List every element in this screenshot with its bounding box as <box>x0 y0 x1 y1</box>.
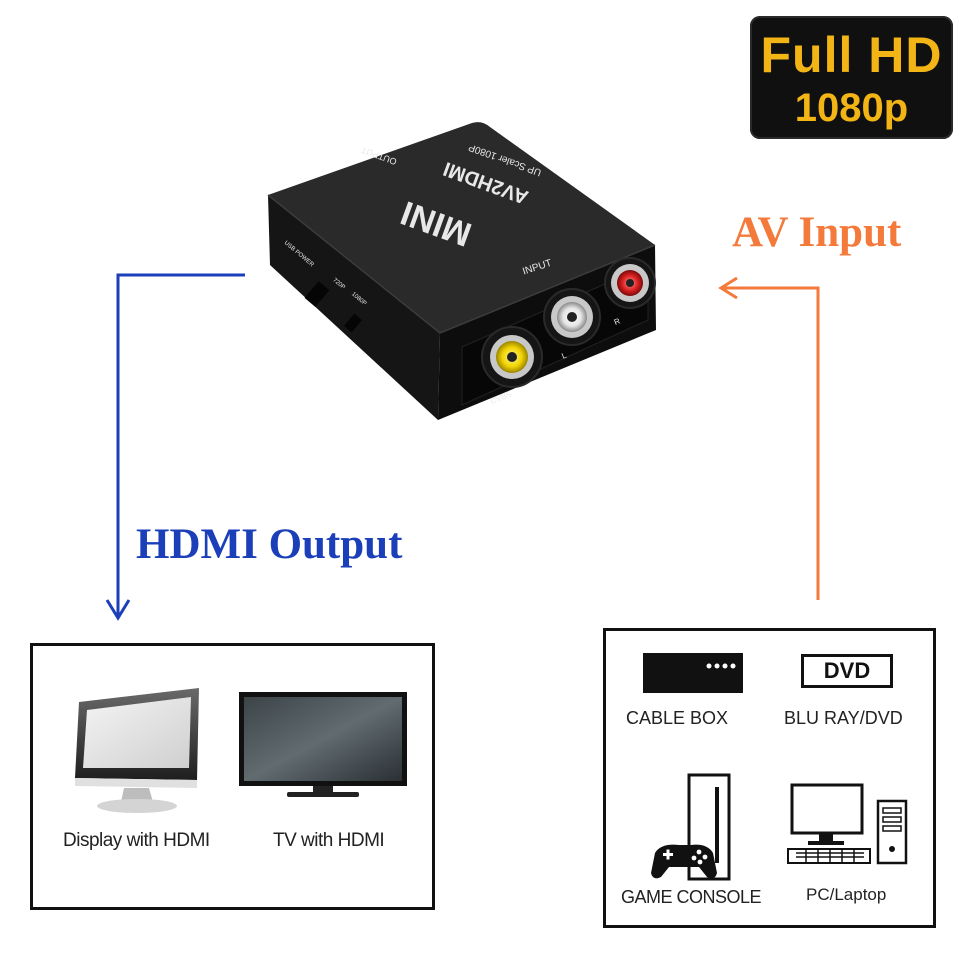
monitor-icon <box>75 688 199 813</box>
rca-yellow-jack <box>481 326 543 388</box>
game-console-caption: GAME CONSOLE <box>621 887 762 907</box>
device-r-text: R <box>613 316 622 327</box>
dvd-icon: DVD <box>801 654 893 688</box>
pc-icon <box>787 783 908 865</box>
input-devices-panel: CABLE BOX DVD BLU RAY/DVD GAME CONSOLE P… <box>603 628 936 928</box>
av-input-label: AV Input <box>732 209 902 256</box>
cable-box-caption: CABLE BOX <box>626 708 729 728</box>
game-console-icon <box>651 773 731 881</box>
badge-1080p-text: 1080p <box>794 86 909 130</box>
display-hdmi-caption: Display with HDMI <box>63 830 210 851</box>
pc-laptop-caption: PC/Laptop <box>806 885 887 904</box>
rca-white-jack <box>543 288 601 346</box>
cable-box-icon <box>643 653 743 693</box>
output-devices-panel: Display with HDMI TV with HDMI <box>30 643 435 910</box>
tv-hdmi-caption: TV with HDMI <box>273 830 385 851</box>
av2hdmi-converter: MINI AV2HDMI UP Scaler 1080P OUTPUT INPU… <box>267 122 656 420</box>
hdmi-output-arrow <box>105 273 245 621</box>
tv-icon <box>239 692 407 797</box>
badge-full-hd-text: Full HD <box>760 27 943 83</box>
full-hd-badge: Full HD 1080p <box>750 16 953 139</box>
rca-red-jack <box>604 257 656 309</box>
device-l-text: L <box>560 350 568 360</box>
hdmi-output-label: HDMI Output <box>136 521 403 568</box>
av-input-arrow <box>718 276 820 600</box>
blu-ray-dvd-caption: BLU RAY/DVD <box>784 708 903 728</box>
